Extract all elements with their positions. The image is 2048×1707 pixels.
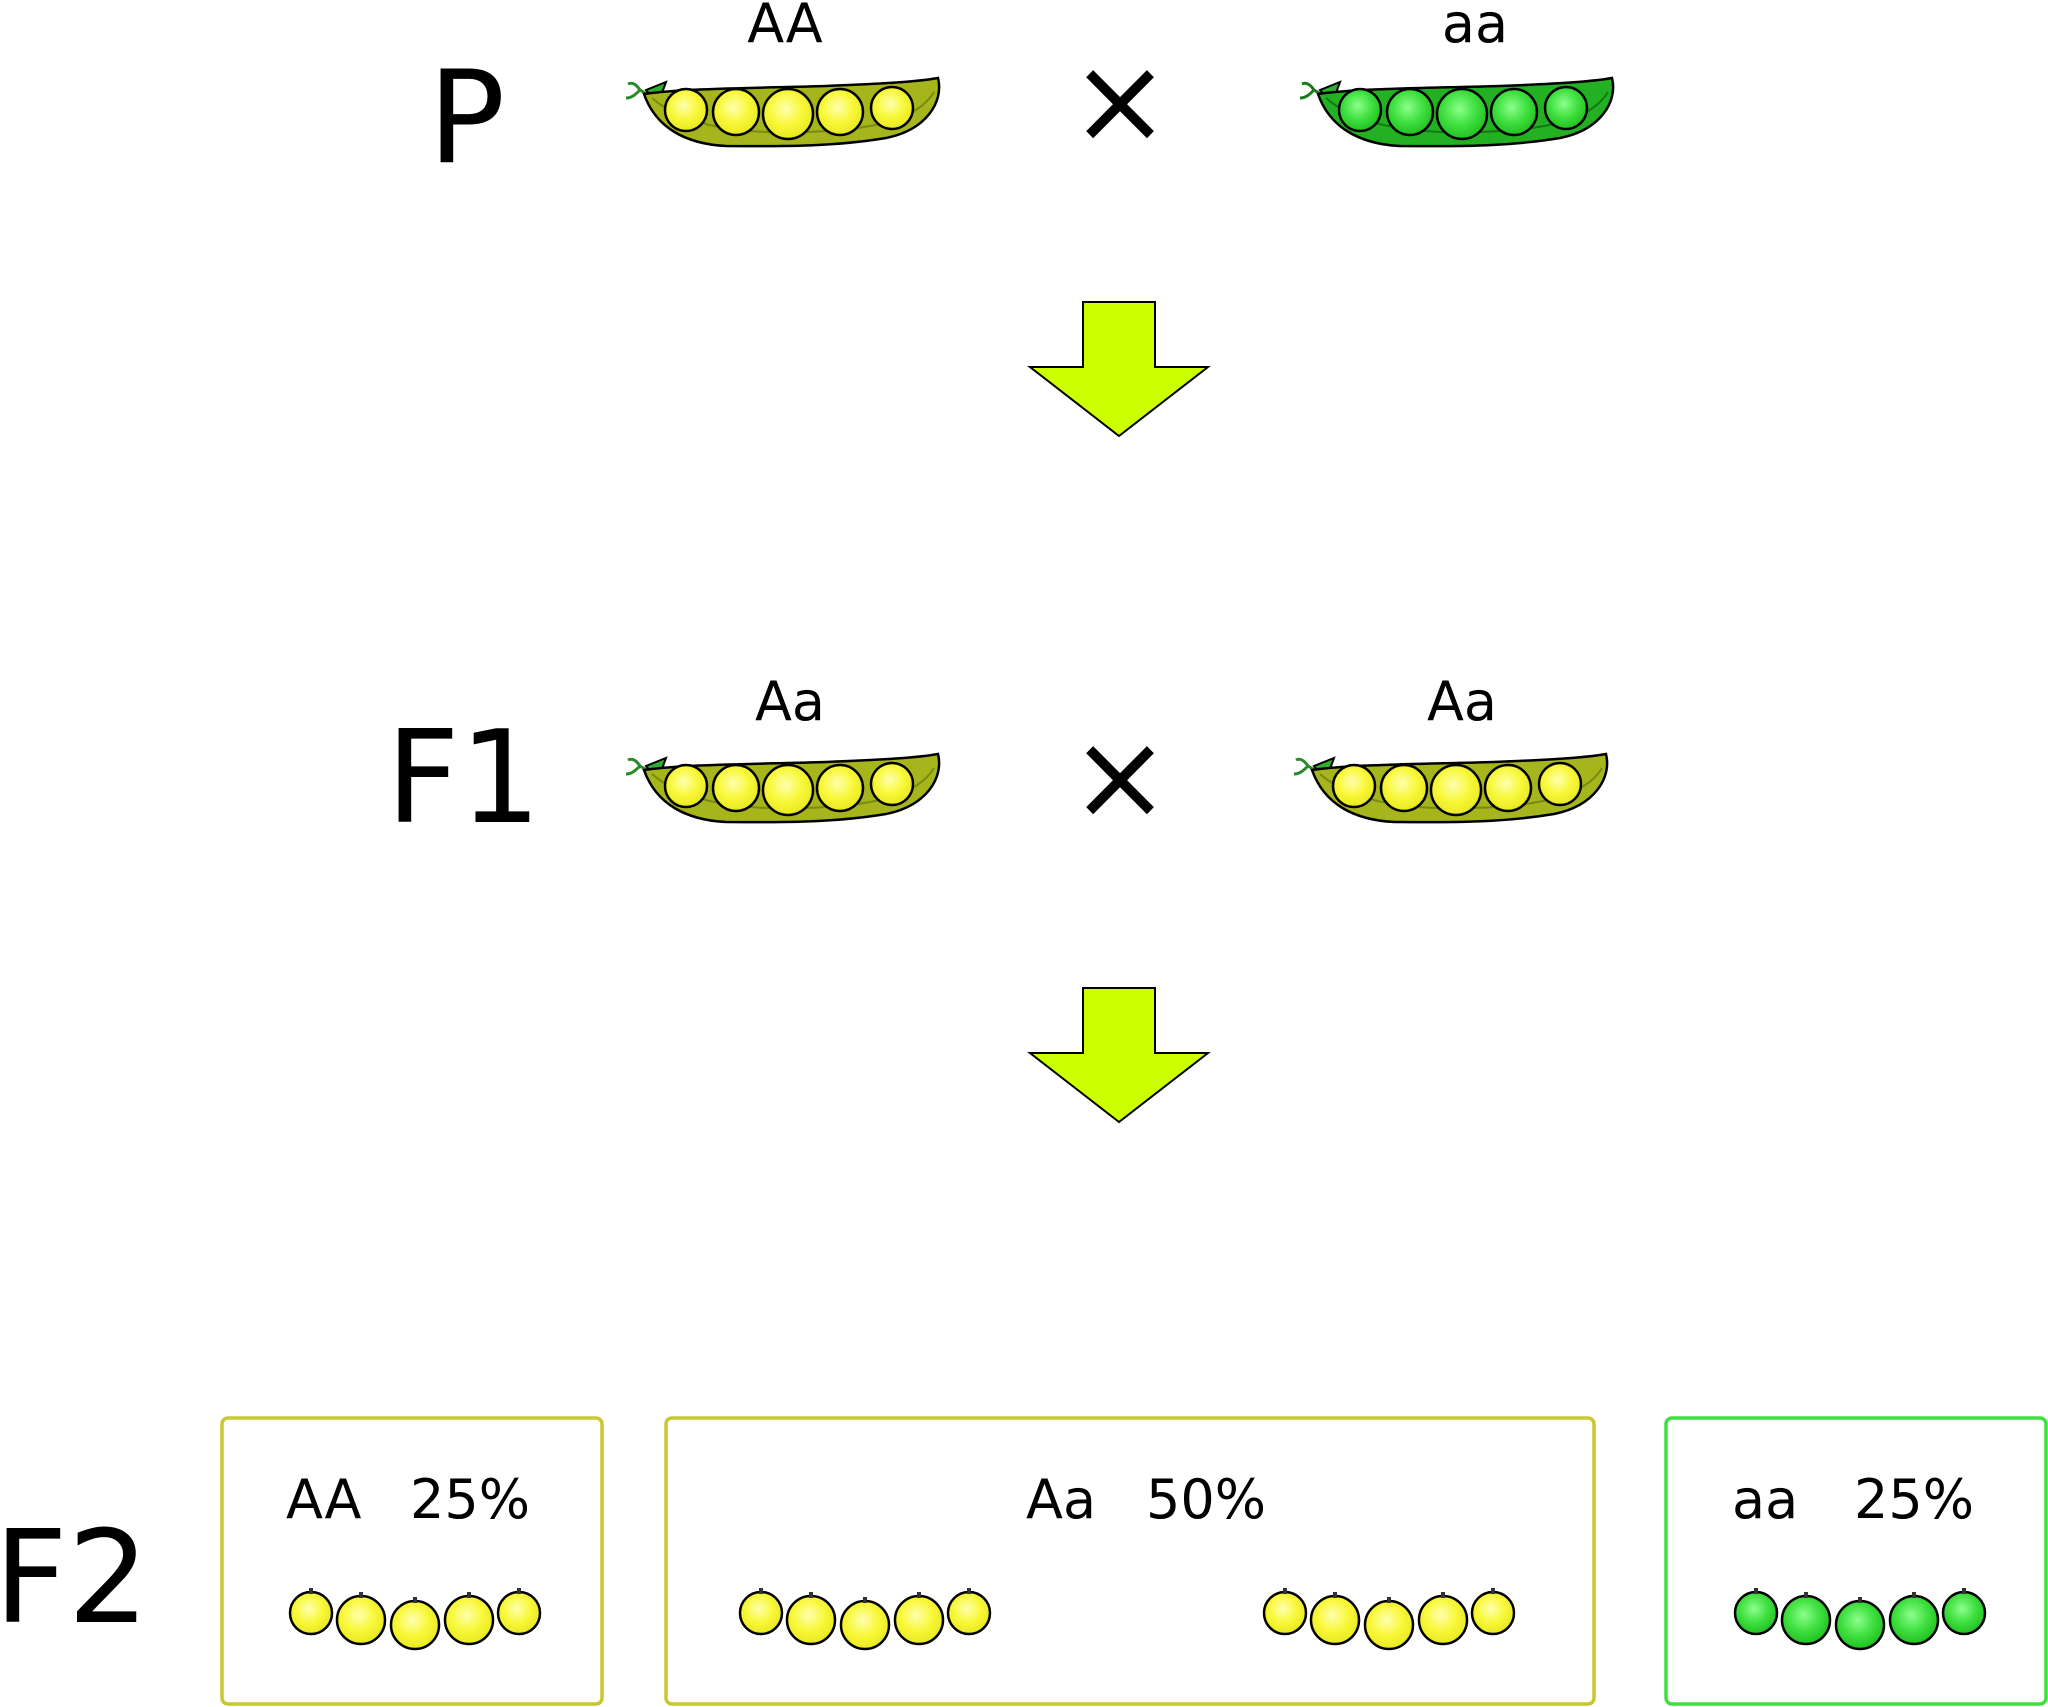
pea-seed-icon [1435, 87, 1489, 141]
pea-seed-icon [288, 1588, 334, 1636]
pea-seed-icon [1417, 1592, 1469, 1646]
pea-seed-row [288, 1588, 542, 1651]
pea-seed-icon [1470, 1588, 1516, 1636]
pea-seed-icon [946, 1588, 992, 1636]
cross-icon: × [1070, 32, 1171, 171]
f2-box-heterozygous: Aa 50% [664, 1416, 1596, 1706]
generation-label-f1: F1 [386, 704, 541, 853]
pea-seed-icon [1780, 1592, 1832, 1646]
pea-seed-icon [1379, 763, 1429, 813]
pea-pod-icon [626, 752, 941, 824]
pea-seed-icon [663, 763, 709, 809]
f1-left-genotype: Aa [755, 670, 825, 733]
down-arrow-icon [1027, 987, 1211, 1124]
pea-seed-row [738, 1588, 992, 1651]
pea-pod-icon [626, 76, 941, 148]
pea-seed-icon [1543, 85, 1589, 131]
pea-seed-icon [761, 87, 815, 141]
pea-seed-icon [1331, 763, 1377, 809]
pea-seed-icon [839, 1597, 891, 1651]
pea-seed-icon [893, 1592, 945, 1646]
parent-right-genotype: aa [1442, 0, 1508, 55]
pod-peas [663, 85, 915, 141]
pod-peas [1337, 85, 1589, 141]
f2-box-aa-recessive: aa 25% [1664, 1416, 2048, 1706]
pod-peas [663, 761, 915, 817]
down-arrow-icon [1027, 301, 1211, 438]
pea-seed-icon [785, 1592, 837, 1646]
pea-seed-icon [1733, 1588, 1779, 1636]
pea-seed-icon [1337, 87, 1383, 133]
pea-seed-icon [869, 85, 915, 131]
f2-percent: 25% [410, 1468, 530, 1531]
pea-seed-icon [815, 763, 865, 813]
pea-seed-icon [738, 1588, 784, 1636]
pea-seed-icon [1363, 1597, 1415, 1651]
f2-percent: 25% [1854, 1468, 1974, 1531]
f2-percent: 50% [1146, 1468, 1266, 1531]
f2-genotype: Aa [1026, 1468, 1096, 1531]
pea-seed-icon [1309, 1592, 1361, 1646]
pea-seed-icon [1537, 761, 1583, 807]
pea-seed-icon [1385, 87, 1435, 137]
pea-seed-row [1733, 1588, 1987, 1651]
pea-seed-icon [761, 763, 815, 817]
f2-genotype: aa [1732, 1468, 1798, 1531]
f1-right-genotype: Aa [1427, 670, 1497, 733]
pea-seed-icon [815, 87, 865, 137]
cross-icon: × [1070, 708, 1171, 847]
pea-seed-icon [711, 763, 761, 813]
pea-seed-icon [869, 761, 915, 807]
pea-seed-icon [496, 1588, 542, 1636]
generation-label-f2: F2 [0, 1504, 149, 1653]
pea-seed-icon [1834, 1597, 1886, 1651]
pea-seed-row [1262, 1588, 1516, 1651]
pea-seed-icon [663, 87, 709, 133]
pea-seed-icon [443, 1592, 495, 1646]
f2-box-aa-dominant: AA 25% [220, 1416, 604, 1706]
f2-genotype: AA [286, 1468, 361, 1531]
pea-seed-icon [1262, 1588, 1308, 1636]
pod-peas [1331, 761, 1583, 817]
pea-seed-icon [335, 1592, 387, 1646]
pea-pod-icon [1300, 76, 1615, 148]
pea-seed-icon [1888, 1592, 1940, 1646]
parent-left-genotype: AA [747, 0, 822, 55]
pea-pod-icon [1294, 752, 1609, 824]
pea-seed-icon [711, 87, 761, 137]
pea-seed-icon [389, 1597, 441, 1651]
generation-label-p: P [428, 44, 505, 193]
pea-seed-icon [1489, 87, 1539, 137]
pea-seed-icon [1429, 763, 1483, 817]
pea-seed-icon [1483, 763, 1533, 813]
pea-seed-icon [1941, 1588, 1987, 1636]
